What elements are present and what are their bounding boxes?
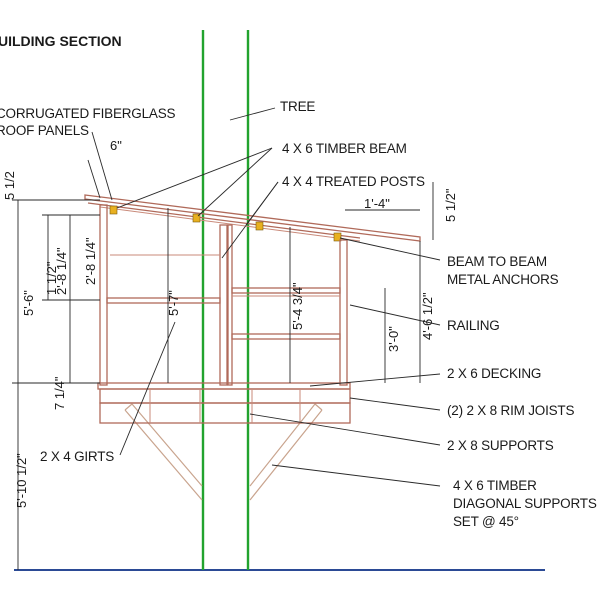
label-treated-posts: 4 X 4 TREATED POSTS — [282, 174, 425, 189]
drawing-title: UILDING SECTION — [0, 33, 122, 49]
girts-and-railing — [106, 254, 341, 340]
dim-6in: 6" — [110, 138, 122, 153]
label-anchors-line1: BEAM TO BEAM — [447, 254, 547, 269]
label-supports: 2 X 8 SUPPORTS — [447, 438, 554, 453]
dim-2-8-a: 2'-8 1/4" — [54, 247, 69, 295]
anchor-3 — [255, 221, 264, 231]
anchor-1 — [109, 205, 118, 215]
treated-posts — [99, 204, 348, 386]
label-rim-joists: (2) 2 X 8 RIM JOISTS — [447, 403, 574, 418]
label-timber-beam: 4 X 6 TIMBER BEAM — [282, 141, 407, 156]
label-diag-line2: DIAGONAL SUPPORTS — [453, 496, 597, 511]
dim-1-1half: 1 1/2" — [44, 261, 59, 295]
dim-7-1q: 7 1/4" — [52, 376, 67, 410]
dim-3-0: 3'-0" — [386, 326, 401, 352]
label-anchors-line2: METAL ANCHORS — [447, 272, 559, 287]
label-decking: 2 X 6 DECKING — [447, 366, 541, 381]
label-roof-line2: ROOF PANELS — [0, 123, 89, 138]
dim-5-10-half: 5'-10 1/2" — [14, 453, 29, 508]
label-railing: RAILING — [447, 318, 500, 333]
floor-platform — [97, 382, 351, 424]
dim-5-6: 5'-6" — [21, 290, 36, 316]
dim-1ft4: 1'-4" — [364, 196, 390, 211]
dim-5-7: 5'-7" — [166, 290, 181, 316]
dim-top-left: 5 1/2 — [2, 171, 17, 200]
label-tree: TREE — [280, 99, 315, 114]
dimension-lines — [12, 159, 434, 570]
dim-4-6-half: 4'-6 1/2" — [420, 292, 435, 340]
dim-5half: 5 1/2" — [443, 188, 458, 222]
anchor-2 — [192, 213, 201, 223]
label-girts: 2 X 4 GIRTS — [40, 449, 114, 464]
diagonal-supports — [124, 403, 323, 501]
dim-2-8-b: 2'-8 1/4" — [83, 237, 98, 285]
label-diag-line1: 4 X 6 TIMBER — [453, 478, 537, 493]
dim-5-4-3q: 5'-4 3/4" — [290, 282, 305, 330]
label-roof-line1: CORRUGATED FIBERGLASS — [0, 106, 176, 121]
label-diag-line3: SET @ 45° — [453, 514, 519, 529]
anchor-4 — [333, 232, 342, 242]
leader-lines — [91, 107, 441, 487]
